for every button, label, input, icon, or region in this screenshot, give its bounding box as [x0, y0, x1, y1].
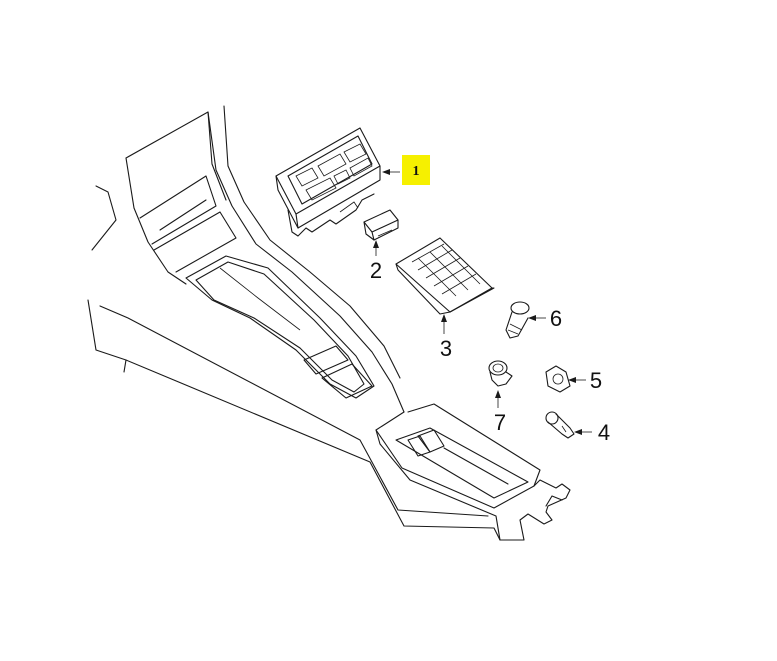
part-1-climate-control-panel [275, 127, 381, 237]
callout-6-label[interactable]: 6 [550, 306, 562, 331]
leader-arrows [373, 169, 592, 435]
callout-3-label[interactable]: 3 [440, 336, 452, 361]
arrow-4 [574, 429, 582, 435]
part-3-switch-panel [395, 237, 495, 315]
arrow-6 [528, 315, 536, 321]
callout-4-label[interactable]: 4 [598, 420, 610, 445]
arrow-5 [568, 377, 576, 383]
part-7-clip [488, 360, 513, 387]
part-4-screw [545, 411, 575, 439]
callout-2-label[interactable]: 2 [370, 258, 382, 283]
center-console [87, 105, 571, 541]
arrow-1 [382, 169, 390, 175]
part-2-switch [363, 209, 399, 241]
part-5-clip [545, 365, 571, 393]
callout-1[interactable]: 1 [402, 155, 430, 185]
arrow-3 [441, 314, 447, 322]
arrow-7 [495, 390, 501, 398]
callout-7-label[interactable]: 7 [494, 410, 506, 435]
part-6-push-pin [505, 301, 530, 339]
arrow-2 [373, 240, 379, 248]
callout-1-highlight [402, 155, 430, 185]
callout-1-label: 1 [413, 164, 420, 179]
callout-5-label[interactable]: 5 [590, 368, 602, 393]
